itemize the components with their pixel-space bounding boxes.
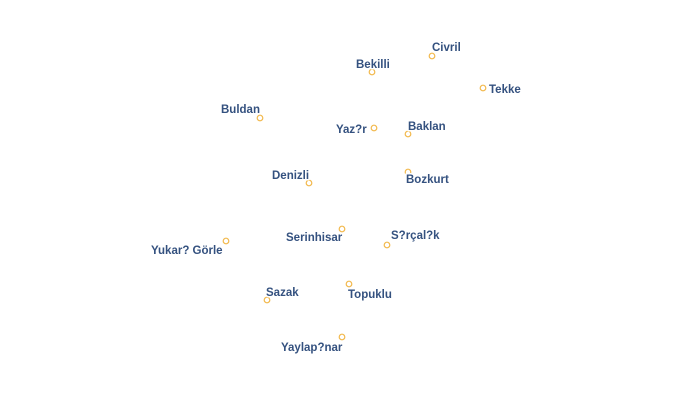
place-label: Bozkurt	[406, 174, 449, 186]
place-marker[interactable]	[256, 114, 264, 122]
place-marker[interactable]	[338, 333, 346, 341]
place-3[interactable]: Buldan	[220, 103, 264, 122]
place-13[interactable]: Yaylap?nar	[280, 333, 346, 356]
place-marker[interactable]	[383, 241, 391, 249]
place-marker[interactable]	[345, 280, 353, 288]
place-11[interactable]: Sazak	[263, 286, 301, 304]
place-4[interactable]: Yaz?r	[335, 123, 378, 138]
place-5[interactable]: Baklan	[404, 120, 447, 138]
place-label: Bekilli	[356, 59, 390, 71]
place-label: Topuklu	[348, 289, 392, 301]
place-8[interactable]: Serinhisar	[285, 225, 346, 246]
place-0[interactable]: Civril	[428, 41, 462, 60]
place-marker[interactable]	[305, 179, 313, 187]
place-9[interactable]: S?rçal?k	[383, 229, 442, 249]
place-label: Yaz?r	[336, 124, 367, 136]
place-marker[interactable]	[222, 237, 230, 245]
place-label: Yukar? Görle	[151, 245, 223, 257]
place-label: Buldan	[221, 104, 260, 116]
place-6[interactable]: Denizli	[271, 169, 313, 187]
place-2[interactable]: Tekke	[479, 83, 522, 98]
place-marker[interactable]	[428, 52, 436, 60]
place-label: Civril	[432, 42, 461, 54]
place-label: Serinhisar	[286, 232, 343, 244]
place-1[interactable]: Bekilli	[355, 58, 391, 76]
place-marker[interactable]	[404, 130, 412, 138]
place-10[interactable]: Yukar? Görle	[150, 237, 230, 259]
place-marker[interactable]	[263, 296, 271, 304]
place-label: Sazak	[266, 287, 299, 299]
place-label: S?rçal?k	[391, 230, 440, 242]
place-marker[interactable]	[404, 168, 412, 176]
place-label: Tekke	[489, 84, 521, 96]
place-label: Baklan	[408, 121, 446, 133]
place-marker[interactable]	[338, 225, 346, 233]
place-marker[interactable]	[479, 84, 487, 92]
place-label: Denizli	[272, 170, 309, 182]
place-label: Yaylap?nar	[281, 342, 343, 354]
place-7[interactable]: Bozkurt	[404, 168, 450, 188]
place-12[interactable]: Topuklu	[345, 280, 393, 303]
place-marker[interactable]	[368, 68, 376, 76]
place-marker[interactable]	[370, 124, 378, 132]
